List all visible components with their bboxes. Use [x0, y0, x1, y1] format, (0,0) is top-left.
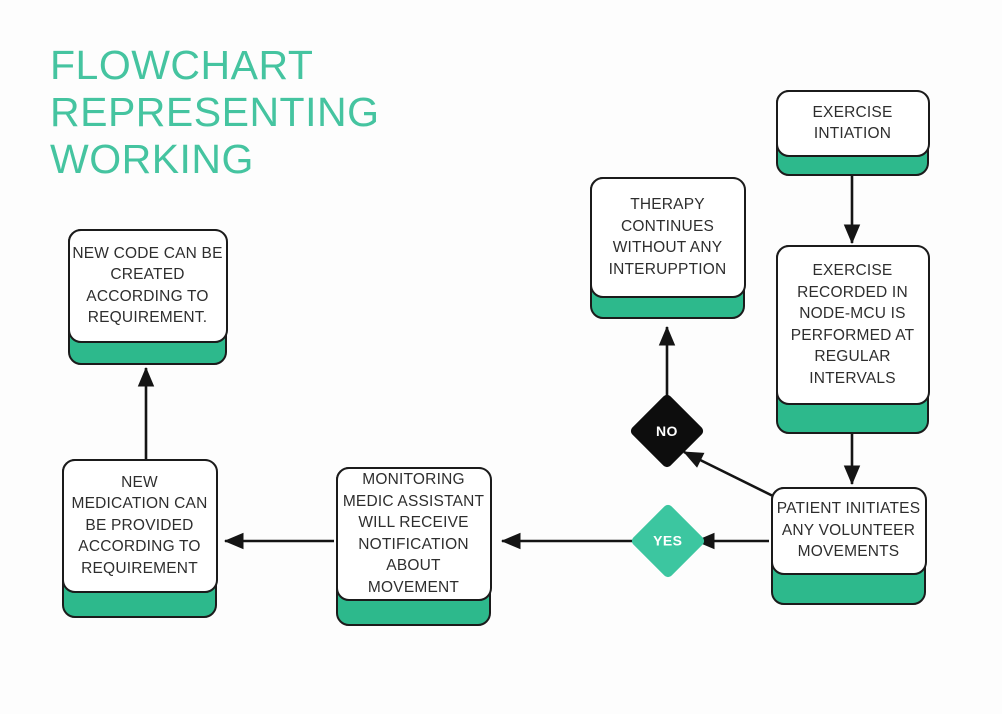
node-label: NEW CODE CAN BE CREATED ACCORDING TO REQ… — [72, 244, 223, 327]
node-exercise-initiation[interactable]: EXERCISE INTIATION — [775, 89, 930, 176]
node-label: MONITORING MEDIC ASSISTANT WILL RECEIVE … — [342, 471, 485, 596]
decision-label: YES — [653, 533, 683, 549]
page-title: FLOWCHART REPRESENTING WORKING — [50, 42, 380, 182]
node-label: EXERCISE INTIATION — [812, 103, 893, 143]
connector-patient-to-no — [683, 450, 776, 499]
node-face: NEW MEDICATION CAN BE PROVIDED ACCORDING… — [61, 458, 218, 593]
node-face: EXERCISE INTIATION — [775, 89, 930, 157]
node-exercise-recorded[interactable]: EXERCISE RECORDED IN NODE-MCU IS PERFORM… — [775, 244, 930, 434]
node-new-code[interactable]: NEW CODE CAN BE CREATED ACCORDING TO REQ… — [67, 228, 228, 365]
node-patient-initiates[interactable]: PATIENT INITIATES ANY VOLUNTEER MOVEMENT… — [770, 486, 927, 605]
node-monitoring-medic-assistant[interactable]: MONITORING MEDIC ASSISTANT WILL RECEIVE … — [335, 466, 492, 626]
node-label: THERAPY CONTINUES WITHOUT ANY INTERUPPTI… — [608, 196, 727, 278]
decision-label: NO — [656, 423, 678, 439]
decision-no[interactable]: NO — [628, 392, 706, 470]
node-face: NEW CODE CAN BE CREATED ACCORDING TO REQ… — [67, 228, 228, 343]
node-face: THERAPY CONTINUES WITHOUT ANY INTERUPPTI… — [589, 176, 746, 298]
node-therapy-continues[interactable]: THERAPY CONTINUES WITHOUT ANY INTERUPPTI… — [589, 176, 746, 319]
node-face: MONITORING MEDIC ASSISTANT WILL RECEIVE … — [335, 466, 492, 601]
node-label: EXERCISE RECORDED IN NODE-MCU IS PERFORM… — [790, 262, 915, 387]
node-face: EXERCISE RECORDED IN NODE-MCU IS PERFORM… — [775, 244, 930, 405]
node-label: PATIENT INITIATES ANY VOLUNTEER MOVEMENT… — [776, 500, 921, 561]
node-label: NEW MEDICATION CAN BE PROVIDED ACCORDING… — [71, 473, 208, 577]
node-face: PATIENT INITIATES ANY VOLUNTEER MOVEMENT… — [770, 486, 927, 575]
node-new-medication[interactable]: NEW MEDICATION CAN BE PROVIDED ACCORDING… — [61, 458, 218, 618]
decision-yes[interactable]: YES — [629, 502, 707, 580]
